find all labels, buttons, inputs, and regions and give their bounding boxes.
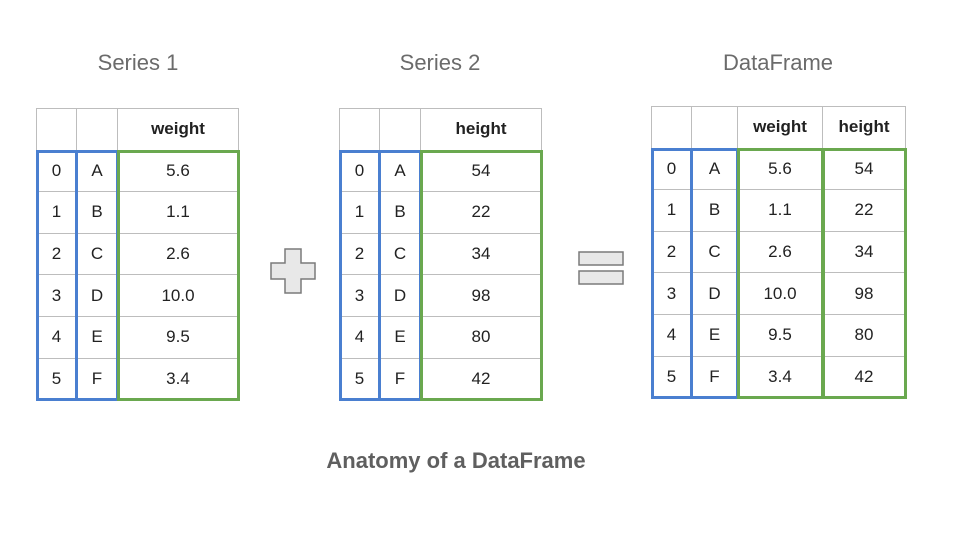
series1-header-index <box>37 109 77 151</box>
series2-index-cell: 5 <box>340 358 380 401</box>
series2-title: Series 2 <box>399 50 481 75</box>
dataframe-label-cell: A <box>692 148 738 191</box>
series2-label-cell: E <box>380 317 421 359</box>
dataframe-title: DataFrame <box>722 50 834 75</box>
series1-label-cell: B <box>77 192 118 234</box>
dataframe-index-cell: 4 <box>652 315 692 357</box>
dataframe-value-cell: 80 <box>823 315 906 357</box>
dataframe-value-cell: 2.6 <box>738 231 823 274</box>
series1-index-cell: 4 <box>37 317 77 359</box>
dataframe-index-cell: 3 <box>652 273 692 315</box>
series1-value-cell: 10.0 <box>118 275 239 317</box>
series2-header-height: height <box>421 109 542 151</box>
dataframe-value-cell: 5.6 <box>738 148 823 191</box>
dataframe-value-cell: 9.5 <box>738 315 823 357</box>
series1-header-label <box>77 109 118 151</box>
dataframe-header-label <box>692 107 738 149</box>
dataframe-value-cell: 3.4 <box>738 356 823 399</box>
series2-label-cell: F <box>380 358 421 401</box>
series2-index-cell: 1 <box>340 192 380 234</box>
series2-value-cell: 42 <box>421 358 542 401</box>
diagram-caption: Anatomy of a DataFrame <box>326 448 586 473</box>
series2-index-cell: 3 <box>340 275 380 317</box>
series1-index-cell: 3 <box>37 275 77 317</box>
dataframe-index-cell: 5 <box>652 356 692 399</box>
dataframe-header-index <box>652 107 692 149</box>
series1-value-cell: 2.6 <box>118 233 239 276</box>
series1-title: Series 1 <box>97 50 179 75</box>
series2-index-cell: 0 <box>340 150 380 193</box>
dataframe-label-cell: D <box>692 273 738 315</box>
series2-header-label <box>380 109 421 151</box>
series1-label-cell: D <box>77 275 118 317</box>
dataframe-value-cell: 10.0 <box>738 273 823 315</box>
dataframe-value-cell: 22 <box>823 190 906 232</box>
dataframe-label-cell: F <box>692 356 738 399</box>
dataframe-index-cell: 1 <box>652 190 692 232</box>
series1-label-cell: E <box>77 317 118 359</box>
series1-value-cell: 9.5 <box>118 317 239 359</box>
dataframe-value-cell: 42 <box>823 356 906 399</box>
dataframe-index-cell: 2 <box>652 231 692 274</box>
series1-index-cell: 5 <box>37 358 77 401</box>
series1-label-cell: A <box>77 150 118 193</box>
dataframe-value-cell: 34 <box>823 231 906 274</box>
series2-value-cell: 80 <box>421 317 542 359</box>
series2-index-cell: 4 <box>340 317 380 359</box>
series1-label-cell: C <box>77 233 118 276</box>
series2-index-cell: 2 <box>340 233 380 276</box>
series2-label-cell: B <box>380 192 421 234</box>
series1-label-cell: F <box>77 358 118 401</box>
series2-index-divider <box>378 150 381 401</box>
series1-value-cell: 5.6 <box>118 150 239 193</box>
dataframe-header-height: height <box>823 107 906 149</box>
series1-index-cell: 0 <box>37 150 77 193</box>
series1-value-cell: 1.1 <box>118 192 239 234</box>
series2-value-cell: 22 <box>421 192 542 234</box>
series1-value-cell: 3.4 <box>118 358 239 401</box>
series2-label-cell: D <box>380 275 421 317</box>
dataframe-value-cell: 54 <box>823 148 906 191</box>
series2-label-cell: C <box>380 233 421 276</box>
equals-icon <box>578 251 624 285</box>
dataframe-index-divider <box>690 148 693 399</box>
dataframe-value-cell: 1.1 <box>738 190 823 232</box>
dataframe-index-cell: 0 <box>652 148 692 191</box>
series1-index-divider <box>75 150 78 401</box>
dataframe-value-cell: 98 <box>823 273 906 315</box>
series2-label-cell: A <box>380 150 421 193</box>
series2-value-cell: 54 <box>421 150 542 193</box>
series2-header-index <box>340 109 380 151</box>
series2-value-cell: 98 <box>421 275 542 317</box>
series1-header-weight: weight <box>118 109 239 151</box>
plus-icon <box>270 248 316 294</box>
dataframe-header-weight: weight <box>738 107 823 149</box>
dataframe-label-cell: C <box>692 231 738 274</box>
dataframe-label-cell: B <box>692 190 738 232</box>
series1-index-cell: 2 <box>37 233 77 276</box>
series1-index-cell: 1 <box>37 192 77 234</box>
dataframe-label-cell: E <box>692 315 738 357</box>
series2-value-cell: 34 <box>421 233 542 276</box>
